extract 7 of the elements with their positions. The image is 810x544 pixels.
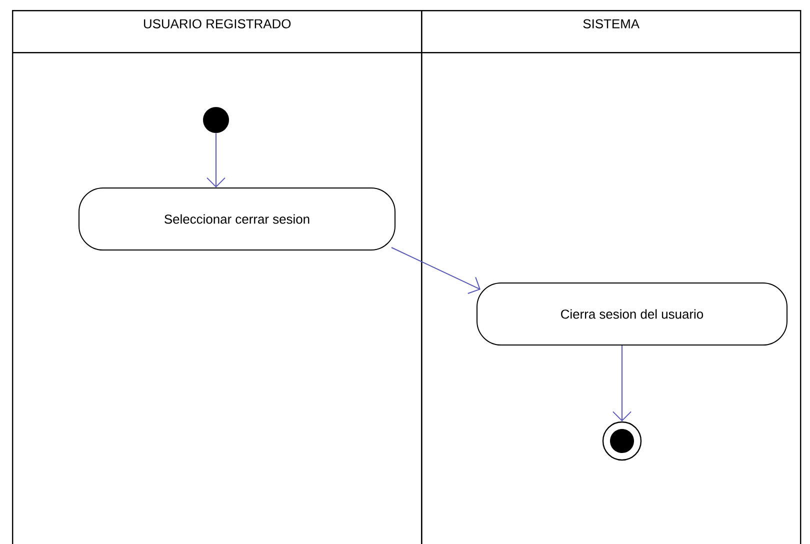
action-box: Seleccionar cerrar sesion xyxy=(78,188,396,250)
end-node xyxy=(602,421,642,461)
action-box: Cierra sesion del usuario xyxy=(476,282,788,346)
start-node xyxy=(203,107,229,133)
arrow xyxy=(612,345,632,422)
arrow xyxy=(391,247,480,294)
arrow xyxy=(206,132,226,188)
